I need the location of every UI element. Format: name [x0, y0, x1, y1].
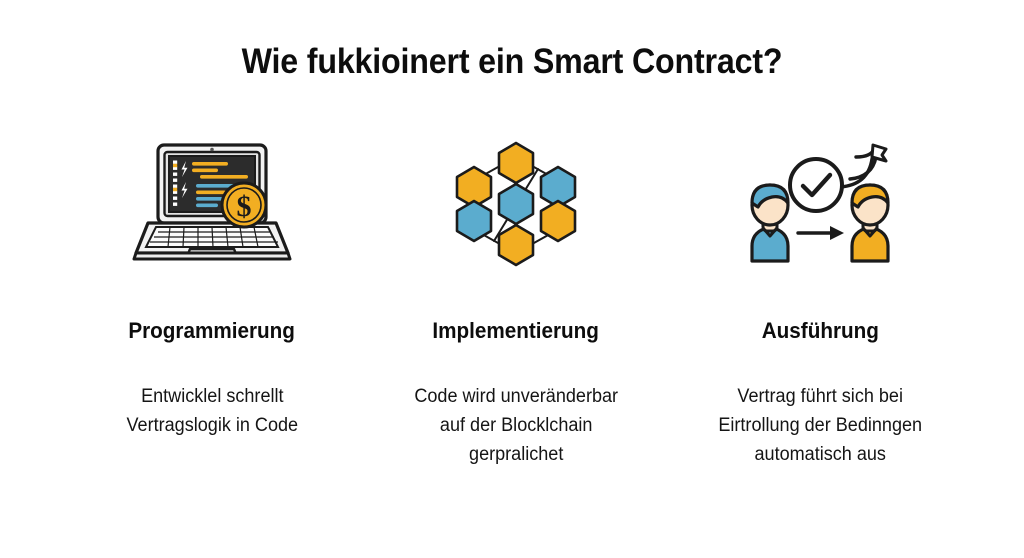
column-ausfuehrung: Ausführung Vertrag führt sich bei Eirtro… — [668, 140, 972, 469]
person-left — [750, 183, 790, 263]
column-implementierung: Implementierung Code wird unveränderbar … — [364, 140, 668, 469]
column-heading: Implementierung — [432, 318, 600, 343]
two-people-handshake-check-icon — [740, 140, 900, 270]
svg-text:$: $ — [237, 190, 252, 223]
column-programmierung: $ Programmierung Entwicklel schrellt Ver… — [60, 140, 364, 440]
column-body-text: Code wird unveränderbar auf der Blocklch… — [414, 386, 618, 465]
hexagon-cluster-illustration — [455, 141, 577, 267]
person-right — [850, 183, 890, 263]
blockchain-hexagons-icon — [446, 140, 586, 270]
columns-container: $ Programmierung Entwicklel schrellt Ver… — [0, 140, 1024, 469]
page-title: Wie fukkioinert ein Smart Contract? — [241, 42, 783, 81]
laptop-code-coin-icon: $ — [128, 140, 296, 270]
column-heading: Programmierung — [128, 318, 296, 343]
laptop-illustration: $ — [132, 143, 292, 261]
column-heading: Ausführung — [761, 318, 879, 343]
people-agreement-illustration — [750, 143, 890, 263]
column-body-text: Vertrag führt sich bei Eirtrollung der B… — [718, 386, 922, 465]
column-body-text: Entwicklel schrellt Vertragslogik in Cod… — [126, 386, 298, 436]
